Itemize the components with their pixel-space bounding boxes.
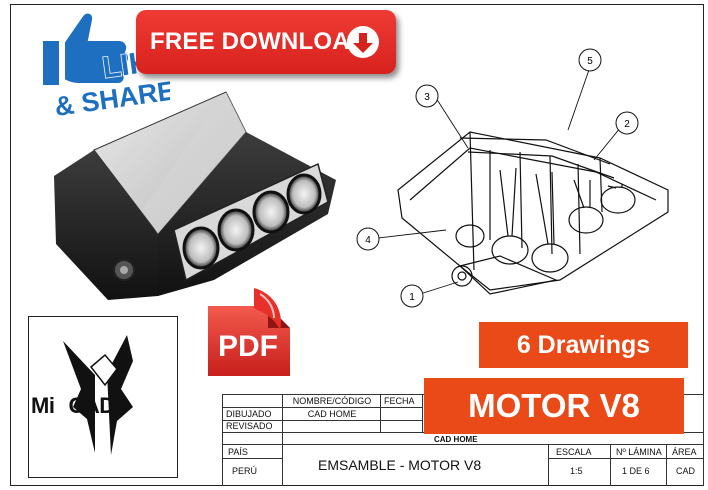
pdf-icon: PDF <box>208 288 290 376</box>
logo-cad: CAD <box>68 393 115 418</box>
drawing-sheet-border <box>10 4 704 486</box>
tb-company: CAD HOME <box>434 435 478 444</box>
tb-scale-value: 1:5 <box>570 466 583 476</box>
tb-country-label: PAÍS <box>228 447 248 457</box>
logo-mi: Mi <box>31 393 55 418</box>
tb-header-name: NOMBRE/CÓDIGO <box>292 396 372 406</box>
thumbs-up-icon <box>41 11 130 87</box>
tb-country-value: PERÚ <box>232 466 258 476</box>
tb-header-date: FECHA <box>384 396 415 406</box>
svg-text:3: 3 <box>424 92 430 103</box>
pdf-label: PDF <box>218 330 278 363</box>
like-share-badge[interactable]: LIKE & SHARE <box>34 4 170 136</box>
tb-reviewed-label: REVISADO <box>226 421 273 431</box>
tb-area-value: CAD <box>676 466 696 476</box>
title-block: NOMBRE/CÓDIGO FECHA DIBUJADO CAD HOME RE… <box>222 394 704 486</box>
free-download-label: FREE DOWNLOAD <box>150 28 368 55</box>
balloon-2: 2 <box>615 111 639 135</box>
balloon-5: 5 <box>578 48 602 72</box>
tb-sheet-label: Nº LÁMINA <box>616 447 662 457</box>
svg-text:1: 1 <box>409 292 415 303</box>
engine-assembly-drawing: 1 2 3 4 5 <box>356 48 669 308</box>
tb-scale-label: ESCALA <box>556 447 592 457</box>
balloon-1: 1 <box>400 284 424 308</box>
drawings-count-banner: 6 Drawings <box>479 322 688 368</box>
balloon-3: 3 <box>415 84 439 108</box>
micad-wordmark: Mi CAD <box>31 393 115 419</box>
tb-drawn-value: CAD HOME <box>307 409 357 419</box>
free-download-button[interactable]: FREE DOWNLOAD <box>136 10 396 74</box>
motor-title-banner: MOTOR V8 <box>424 378 684 434</box>
tb-sheet-value: 1 DE 6 <box>622 466 650 476</box>
balloon-4: 4 <box>356 227 380 251</box>
micad-wing-logo <box>63 335 133 455</box>
svg-text:5: 5 <box>587 56 593 67</box>
svg-text:2: 2 <box>624 119 630 130</box>
engine-3d-render <box>54 91 336 300</box>
tb-drawn-label: DIBUJADO <box>226 409 272 419</box>
cylinder-bores <box>182 173 322 270</box>
tb-area-label: ÁREA <box>672 447 697 457</box>
micad-logo-box: Mi CAD <box>28 316 178 478</box>
down-arrow-circle-icon <box>347 26 379 58</box>
svg-text:4: 4 <box>365 235 371 246</box>
tb-drawing-title: EMSAMBLE - MOTOR V8 <box>318 457 482 473</box>
